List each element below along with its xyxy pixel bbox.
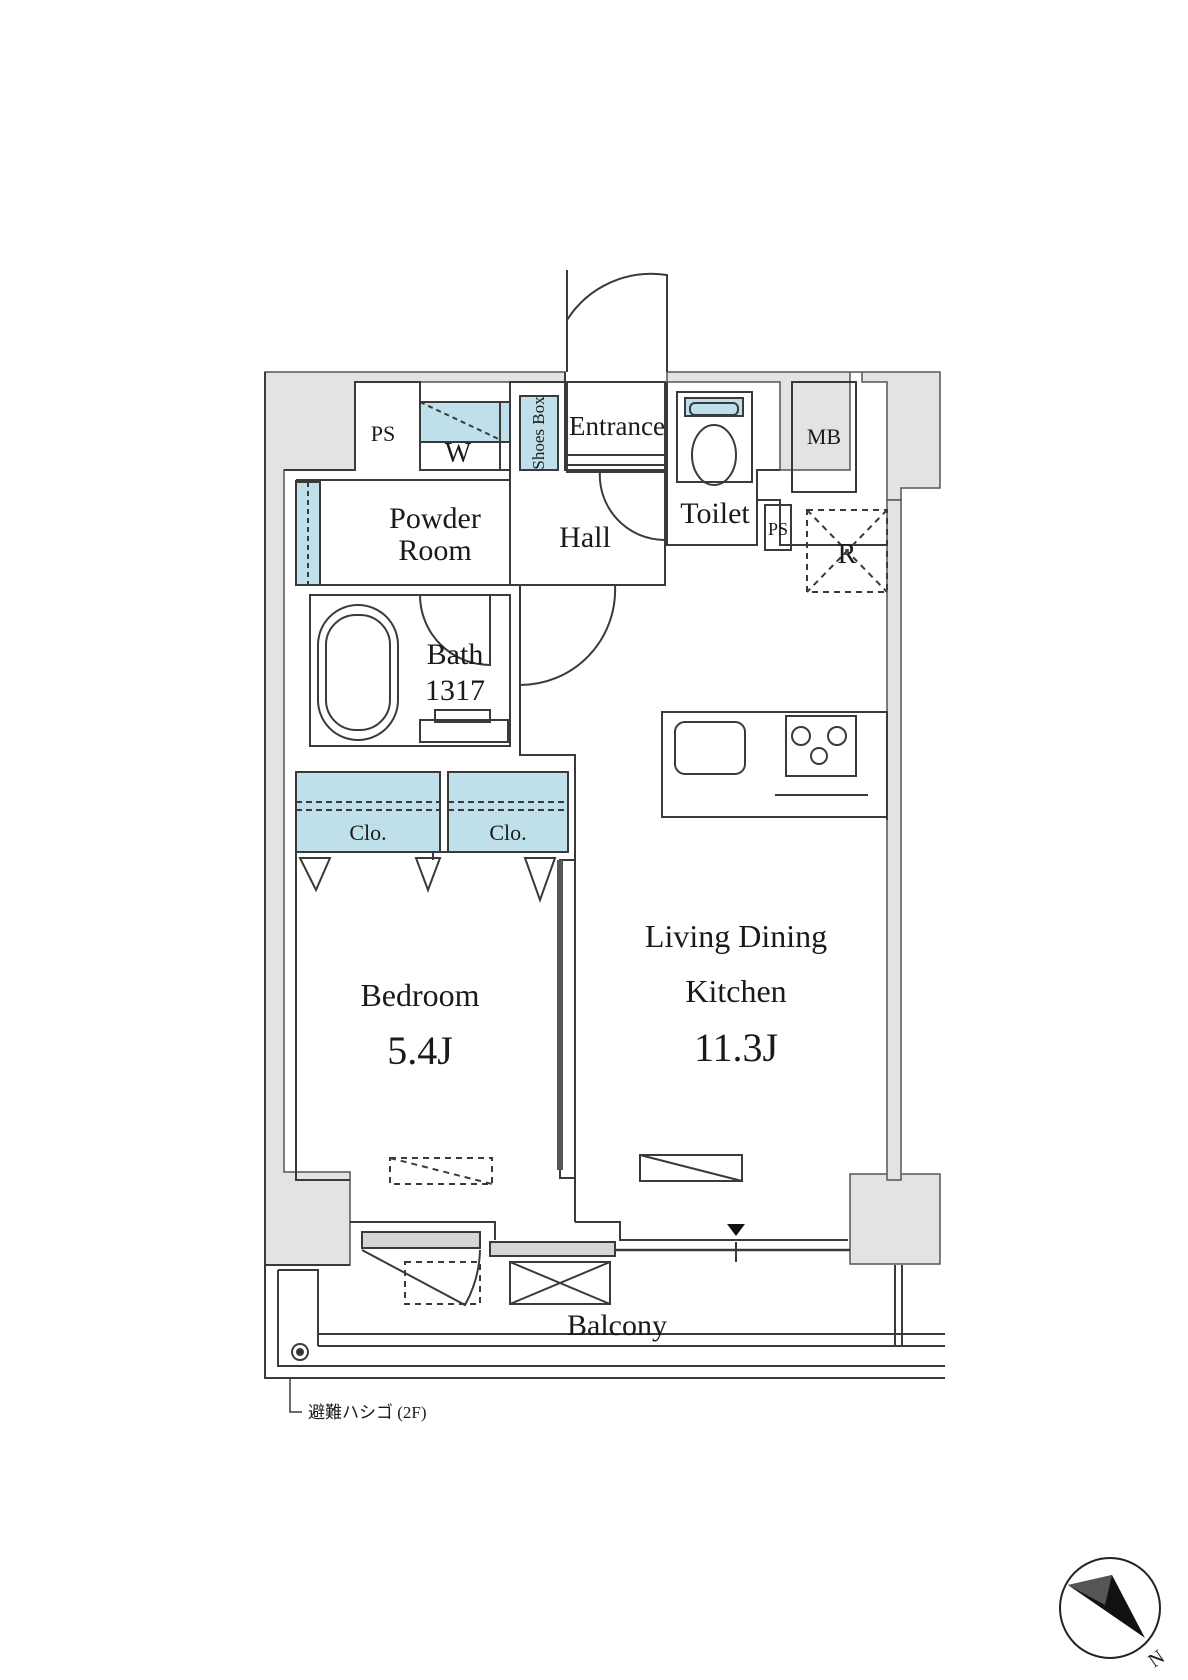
ps2-label: PS: [768, 519, 788, 539]
ldk-size: 11.3J: [694, 1025, 778, 1070]
closet-2-label: Clo.: [489, 820, 526, 845]
balcony-label: Balcony: [567, 1309, 667, 1342]
refrigerator-label: R: [838, 539, 857, 570]
compass: N: [1059, 1557, 1169, 1672]
bath-label: Bath: [427, 638, 484, 671]
bedroom-size: 5.4J: [387, 1028, 453, 1073]
entrance-label: Entrance: [569, 411, 665, 441]
powder-room-label-1: Powder: [389, 502, 481, 535]
compass-north-label: N: [1144, 1646, 1168, 1672]
toilet-label: Toilet: [680, 497, 750, 530]
ldk-label-2: Kitchen: [685, 973, 786, 1009]
ldk-label-1: Living Dining: [645, 918, 827, 954]
ladder-note: 避難ハシゴ (2F): [308, 1402, 427, 1422]
shoes-box-label: Shoes Box: [529, 396, 548, 470]
washer-label: W: [445, 438, 472, 469]
ps1-label: PS: [371, 421, 395, 446]
powder-room-label-2: Room: [398, 534, 471, 567]
bedroom-label: Bedroom: [360, 977, 479, 1013]
mb-label: MB: [807, 424, 841, 449]
hall-label: Hall: [559, 521, 611, 554]
closet-1-label: Clo.: [349, 820, 386, 845]
bath-size-label: 1317: [425, 674, 485, 707]
